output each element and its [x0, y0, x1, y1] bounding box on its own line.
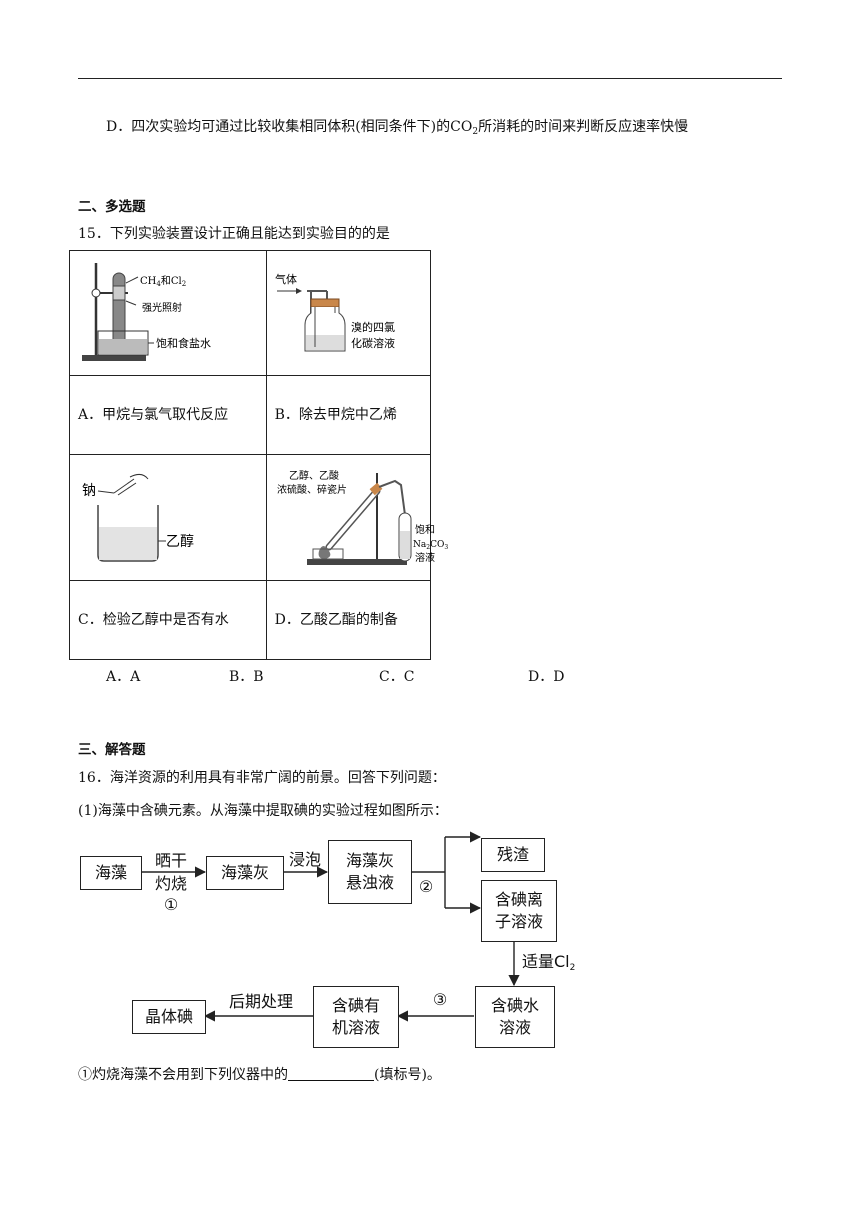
q15-label-a: A．甲烷与氯气取代反应: [69, 375, 267, 456]
q14-option-d: D．四次实验均可通过比较收集相同体积(相同条件下)的CO2所消耗的时间来判断反应…: [106, 119, 689, 137]
q15-choice-a[interactable]: A．A: [106, 669, 141, 685]
flow-box-seaweed: 海藻: [80, 856, 142, 890]
section-heading-answer: 三、解答题: [78, 742, 146, 758]
fig-d-solution-label: 溶液: [415, 551, 435, 564]
fig-a-water-label: 饱和食盐水: [156, 336, 211, 350]
q16-stem: 16．海洋资源的利用具有非常广阔的前景。回答下列问题：: [78, 770, 446, 786]
q15-figure-c: 钠 乙醇: [69, 454, 267, 581]
q15-choice-b[interactable]: B．B: [229, 669, 264, 685]
flow-step1-burn: 灼烧: [154, 874, 187, 893]
fig-d-reagent-line1: 乙醇、乙酸: [289, 469, 339, 482]
q15-figure-b: 气体 溴的四氯 化碳溶液: [265, 249, 432, 377]
fig-d-sat-label: 饱和: [415, 524, 435, 536]
fig-a-light-label: 强光照射: [142, 301, 182, 314]
flow-step6-marker: ③: [432, 990, 448, 1009]
flow-arrows: [140, 831, 520, 1022]
flow-box-crystal-iodine: 晶体碘: [132, 1000, 206, 1034]
q15-label-b: B．除去甲烷中乙烯: [265, 375, 432, 456]
q15-figure-a: CH4和Cl2 强光照射 饱和食盐水: [69, 249, 267, 377]
flow-step-cl2: 适量Cl2: [522, 952, 576, 973]
flow-box-ash: 海藻灰: [206, 856, 284, 890]
answer-blank[interactable]: [288, 1066, 374, 1081]
q15-option-table: CH4和Cl2 强光照射 饱和食盐水 气体 溴的四氯 化碳溶液 A．甲烷与氯气取…: [69, 249, 448, 661]
flow-step1-marker: ①: [163, 895, 179, 914]
fig-b-solution-line1: 溴的四氯: [351, 320, 395, 334]
q15-choice-d[interactable]: D．D: [528, 669, 565, 685]
q15-label-d: D．乙酸乙酯的制备: [265, 579, 432, 661]
flow-box-iodine-water: 含碘水溶液: [475, 986, 555, 1048]
flow-step3-marker: ②: [418, 877, 434, 896]
fig-d-na2co3-label: Na2CO3: [413, 540, 448, 551]
flow-box-suspension: 海藻灰悬浊液: [328, 840, 412, 904]
q15-stem: 15．下列实验装置设计正确且能达到实验目的的是: [78, 226, 390, 242]
fig-a-gas: CH: [140, 276, 157, 287]
flow-step7-post-process: 后期处理: [228, 992, 293, 1011]
fig-d-reagent-line2: 浓硫酸、碎瓷片: [277, 483, 347, 496]
section-heading-multi-choice: 二、多选题: [78, 199, 146, 215]
svg-text:CH4和Cl2: CH4和Cl2: [140, 275, 186, 288]
flow-step2-soak: 浸泡: [288, 850, 321, 869]
fig-b-solution-line2: 化碳溶液: [351, 336, 395, 350]
q16-q1: ①灼烧海藻不会用到下列仪器中的(填标号)。: [78, 1066, 441, 1083]
q15-figure-d: 乙醇、乙酸 浓硫酸、碎瓷片 饱和 Na2CO3 溶液: [265, 454, 448, 581]
flow-step1-dry: 晒干: [154, 851, 187, 870]
header-rule: [78, 78, 782, 79]
q15-choice-c[interactable]: C．C: [379, 669, 415, 685]
flow-box-residue: 残渣: [481, 838, 545, 872]
fig-b-gas-label: 气体: [275, 272, 297, 286]
q15-label-c: C．检验乙醇中是否有水: [69, 579, 267, 661]
q16-sub1: (1)海藻中含碘元素。从海藻中提取碘的实验过程如图所示：: [78, 803, 448, 819]
flow-box-iodide-solution: 含碘离子溶液: [481, 880, 557, 942]
fig-c-sodium-label: 钠: [82, 483, 96, 499]
flow-box-organic-solution: 含碘有机溶液: [313, 986, 399, 1048]
fig-c-ethanol-label: 乙醇: [166, 533, 194, 550]
